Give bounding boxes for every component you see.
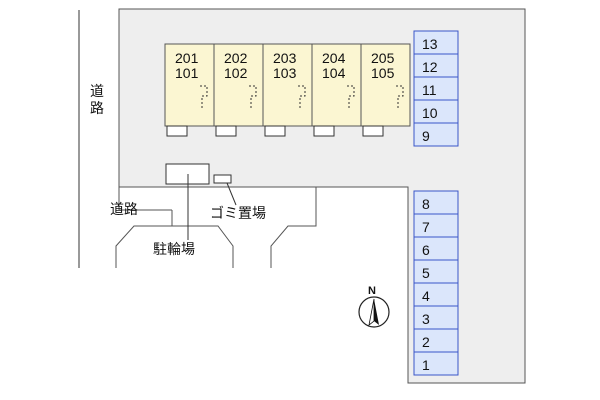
parking-slot-number: 13 xyxy=(422,36,438,52)
unit-number-lower: 102 xyxy=(224,65,248,81)
stair-path xyxy=(200,85,208,108)
stair-path xyxy=(396,85,404,108)
unit-step xyxy=(215,125,237,137)
parking-slot-number: 8 xyxy=(422,196,430,212)
unit-number-upper: 202 xyxy=(224,50,248,66)
unit-number-lower: 103 xyxy=(273,65,297,81)
parking-slot xyxy=(413,282,459,307)
parking-slot-number: 6 xyxy=(422,242,430,258)
unit-step xyxy=(362,125,384,137)
unit-outline xyxy=(360,43,411,127)
unit-step xyxy=(313,125,335,137)
garbage-box xyxy=(213,174,232,184)
unit-number-upper: 204 xyxy=(322,50,346,66)
road-label-left-bottom: 路 xyxy=(90,101,104,117)
parking-slot xyxy=(413,122,459,147)
entrance-outline-right xyxy=(270,187,317,268)
parking-slot-number: 1 xyxy=(422,357,430,373)
bicycle-label: 駐輪場 xyxy=(153,241,195,258)
stair-path xyxy=(347,85,355,108)
unit-number-lower: 104 xyxy=(322,65,346,81)
stair-path xyxy=(249,85,257,108)
parking-slot-number: 3 xyxy=(422,311,430,327)
parking-slot-number: 9 xyxy=(422,128,430,144)
unit-number-lower: 101 xyxy=(175,65,199,81)
parking-slot xyxy=(413,328,459,353)
entrance-outline-left xyxy=(115,187,173,268)
road-label-bottom: 道路 xyxy=(110,202,138,218)
unit-step xyxy=(264,125,286,137)
parking-row-top: 13 12 11 10 9 xyxy=(413,30,459,147)
parking-row-bottom: 8 7 6 5 4 3 2 1 xyxy=(413,190,459,376)
unit-number-lower: 105 xyxy=(371,65,395,81)
parking-slot-number: 12 xyxy=(422,59,438,75)
garbage-leader-line xyxy=(226,182,237,206)
road-label-left-top: 道 xyxy=(90,84,104,100)
unit-number-upper: 203 xyxy=(273,50,297,66)
parking-slot xyxy=(413,305,459,330)
parking-slot xyxy=(413,236,459,261)
garbage-label: ゴミ置場 xyxy=(210,205,266,222)
parking-slot xyxy=(413,259,459,284)
parking-slot xyxy=(413,351,459,376)
parking-slot xyxy=(413,190,459,215)
stair-path xyxy=(298,85,306,108)
north-label: N xyxy=(368,285,376,297)
unit-number-upper: 205 xyxy=(371,50,395,66)
parking-slot xyxy=(413,213,459,238)
unit-outline xyxy=(213,43,264,127)
north-compass: N xyxy=(358,285,390,328)
unit-number-upper: 201 xyxy=(175,50,199,66)
parking-slot-number: 10 xyxy=(422,105,438,121)
parking-slot-number: 2 xyxy=(422,334,430,350)
parking-slot-number: 5 xyxy=(422,265,430,281)
parking-slot-number: 7 xyxy=(422,219,430,235)
unit-outline xyxy=(164,43,215,127)
parking-slot-number: 11 xyxy=(422,82,437,98)
parking-slot-number: 4 xyxy=(422,288,430,304)
unit-outline xyxy=(311,43,362,127)
bicycle-area-outline xyxy=(172,225,234,268)
unit-step xyxy=(166,125,188,137)
